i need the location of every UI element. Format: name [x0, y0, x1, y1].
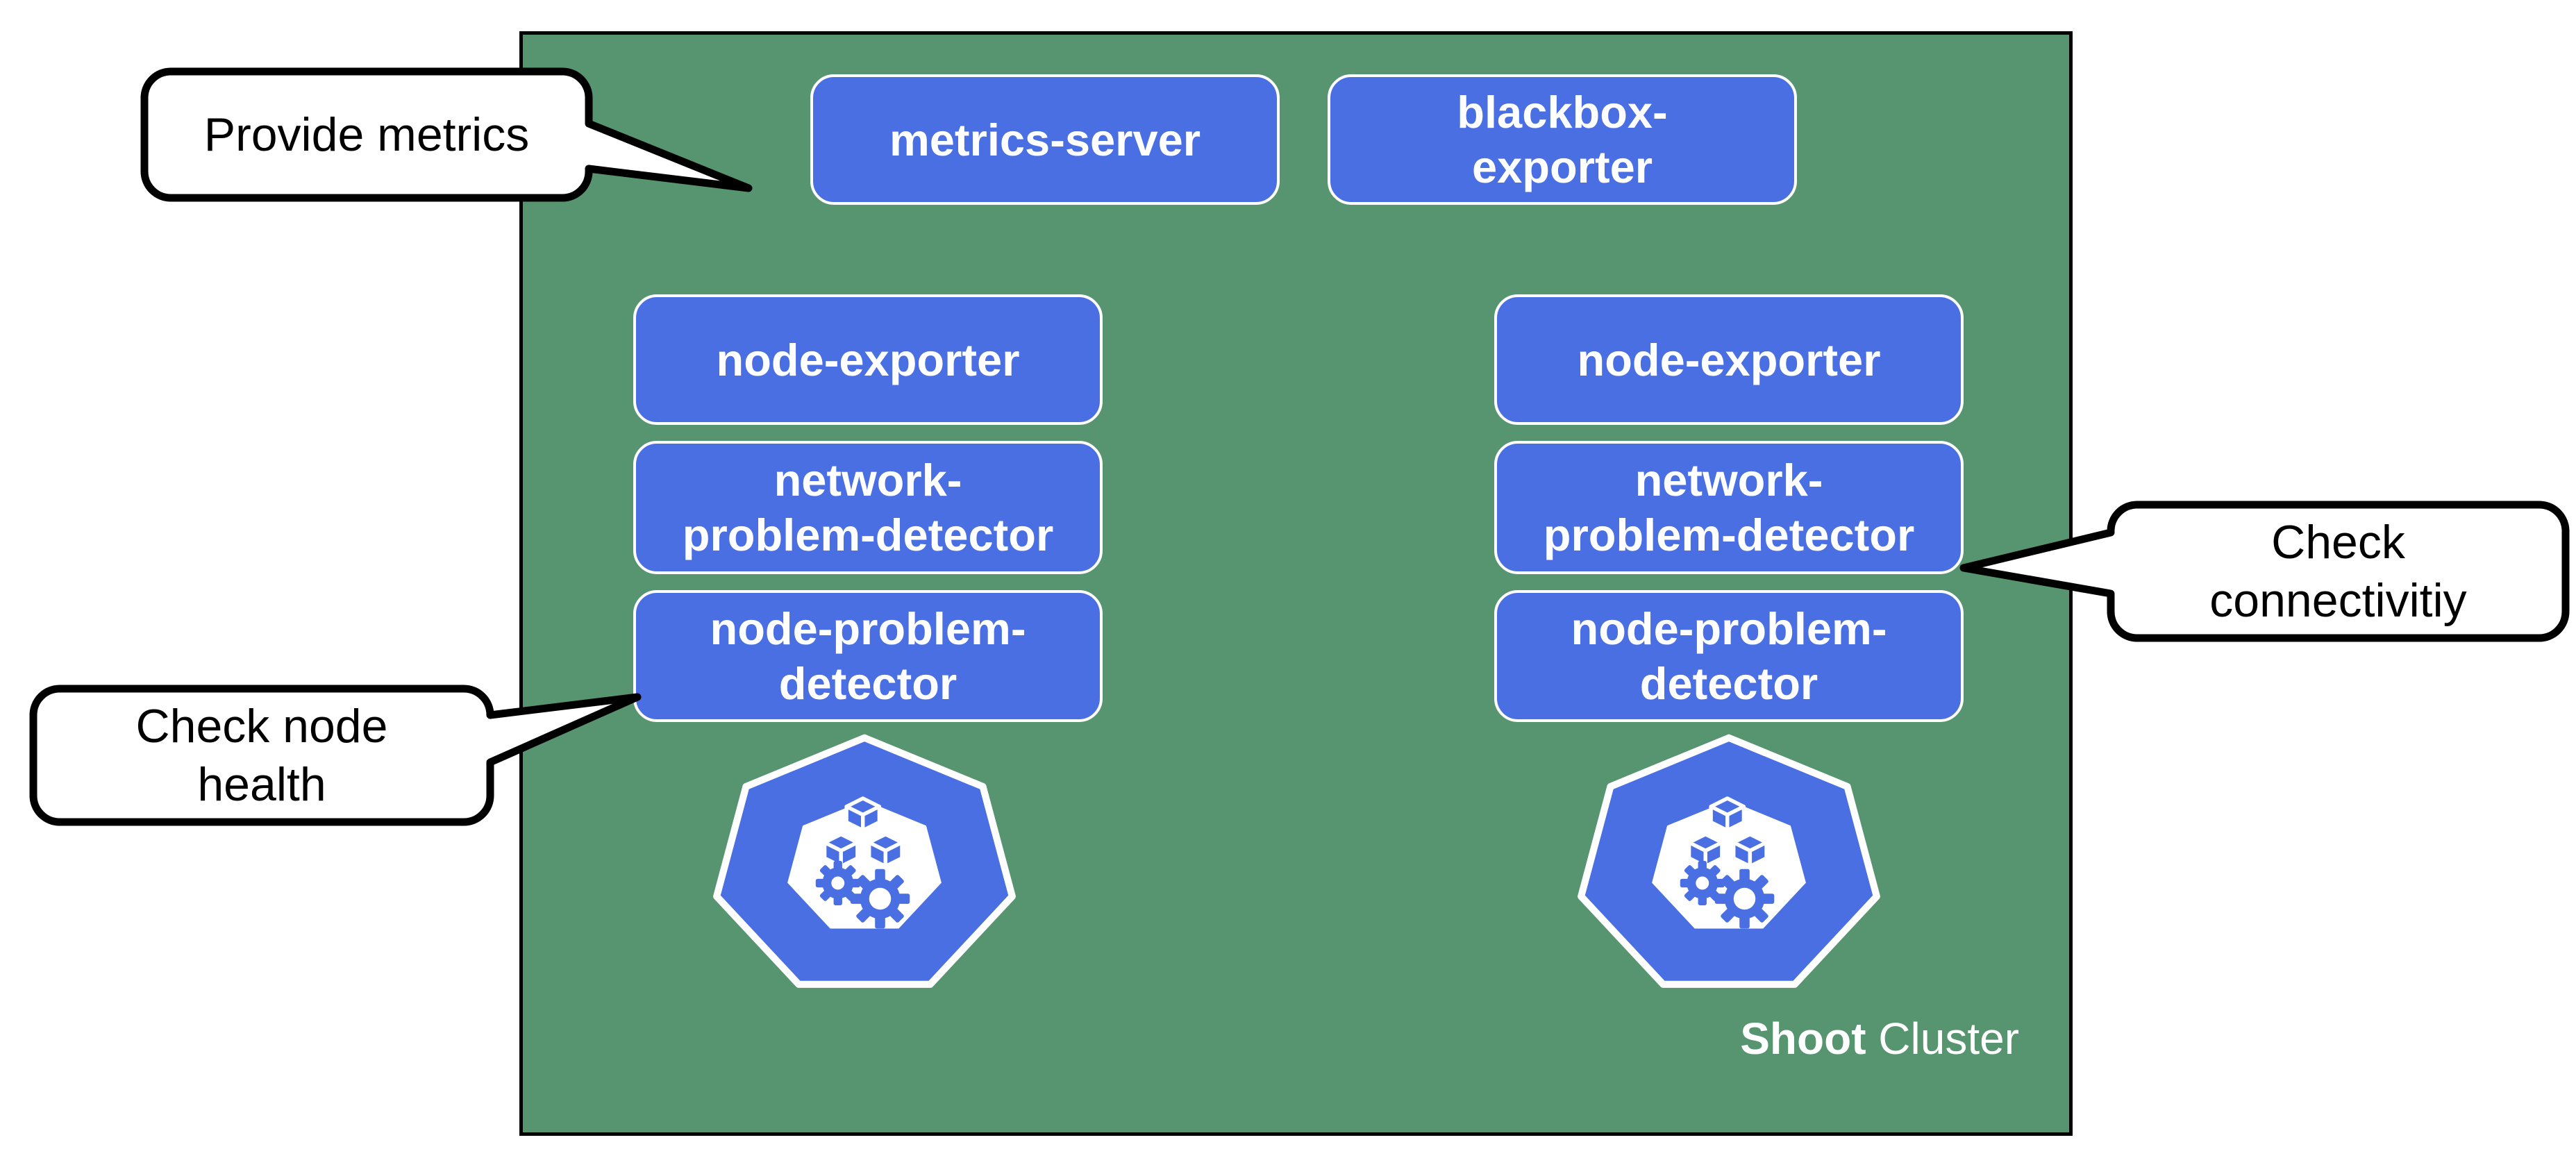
daemon-label: node-exporter	[1577, 334, 1881, 385]
daemon-label: node-exporter	[716, 334, 1020, 385]
callout-bubble-check-node-health	[29, 685, 642, 826]
cluster-name-bold: Shoot	[1740, 1014, 1866, 1064]
cubes-glyph	[822, 796, 904, 869]
callout-bubble-provide-metrics	[140, 67, 753, 202]
service-label-line: exporter	[1471, 142, 1653, 192]
callout-line: Provide metrics	[203, 108, 530, 161]
daemon-label-line: problem-detector	[682, 510, 1054, 560]
callout-line: Check	[2271, 516, 2405, 569]
daemon-box-node-exporter-right: node-exporter	[1494, 294, 1964, 425]
daemon-label-line: detector	[1639, 658, 1818, 709]
callout-line: health	[197, 758, 326, 811]
daemon-label-line: node-problem-	[710, 603, 1026, 654]
service-box-blackbox-exporter: blackbox- exporter	[1328, 74, 1797, 205]
small-gear-glyph	[1680, 861, 1725, 905]
daemon-label-line: network-	[773, 455, 962, 505]
cluster-name-label: Shoot Cluster	[1666, 962, 2019, 1116]
callout-shape	[140, 67, 753, 202]
daemon-label-line: node-problem-	[1571, 603, 1887, 654]
daemon-label-line: detector	[778, 658, 957, 709]
callout-text-provide-metrics: Provide metrics	[144, 72, 589, 198]
service-box-metrics-server: metrics-server	[810, 74, 1280, 205]
cubes-glyph	[1687, 796, 1768, 869]
daemon-label-line: problem-detector	[1543, 510, 1915, 560]
callout-text-check-connectivity: Check connectivitiy	[2111, 505, 2566, 638]
daemon-box-network-problem-detector-left: network- problem-detector	[633, 441, 1103, 574]
kubernetes-node-icon	[713, 734, 1016, 988]
callout-line: Check node	[135, 700, 388, 753]
small-gear-glyph	[815, 861, 860, 905]
daemon-box-node-problem-detector-right: node-problem- detector	[1494, 590, 1964, 722]
callout-line: connectivitiy	[2209, 574, 2467, 627]
service-label-line: blackbox-	[1457, 87, 1668, 137]
daemon-box-node-exporter-left: node-exporter	[633, 294, 1103, 425]
callout-bubble-check-connectivity	[1959, 501, 2570, 642]
daemon-box-node-problem-detector-left: node-problem- detector	[633, 590, 1103, 722]
callout-shape	[1959, 501, 2570, 642]
cluster-name-rest: Cluster	[1866, 1014, 2019, 1064]
callout-shape	[29, 685, 642, 826]
callout-text-check-node-health: Check node health	[33, 689, 490, 822]
service-label: metrics-server	[889, 114, 1201, 165]
kubernetes-node-icon	[1578, 734, 1880, 988]
daemon-box-network-problem-detector-right: network- problem-detector	[1494, 441, 1964, 574]
daemon-label-line: network-	[1634, 455, 1823, 505]
big-gear-glyph	[850, 869, 910, 929]
big-gear-glyph	[1714, 869, 1775, 929]
